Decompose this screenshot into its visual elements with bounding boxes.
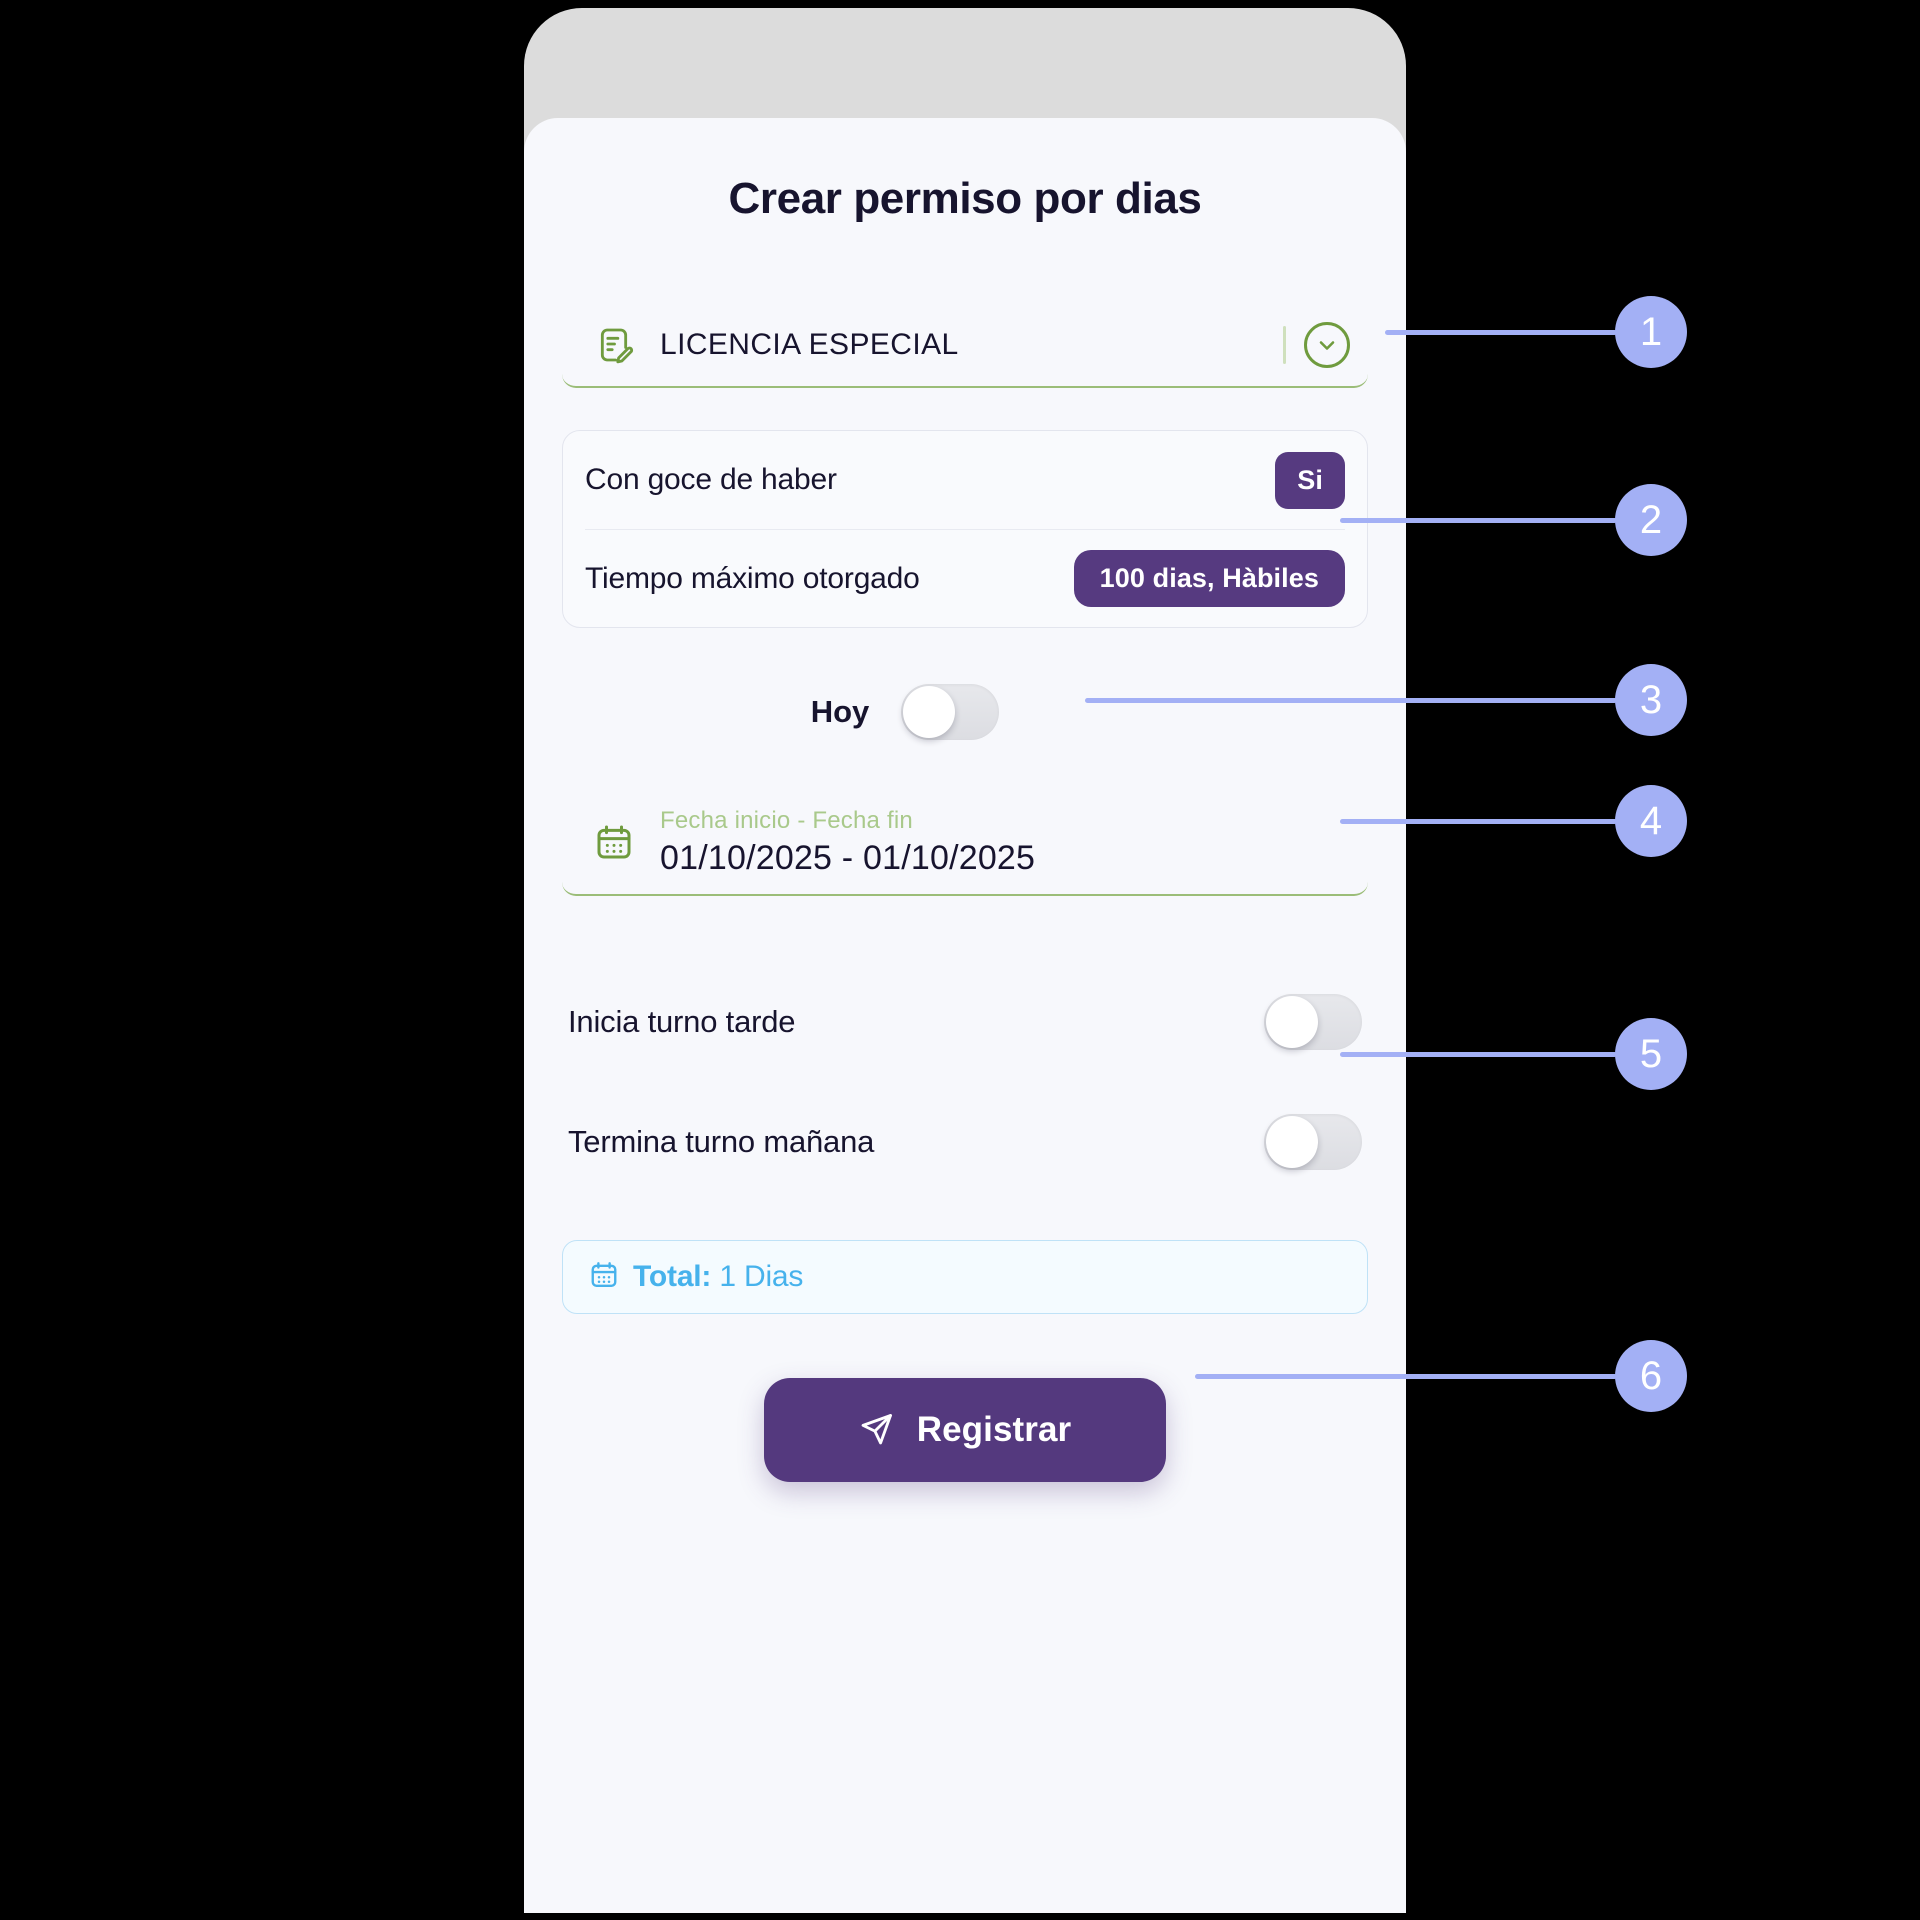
callout-6: 6	[1195, 1340, 1687, 1412]
callout-leader-line	[1195, 1373, 1617, 1379]
info-label: Tiempo máximo otorgado	[585, 561, 920, 595]
total-days-text: Total: 1 Dias	[633, 1260, 803, 1294]
status-badge-tiempo: 100 dias, Hàbiles	[1073, 550, 1345, 607]
phone-frame: Crear permiso por dias LICENCIA ESPECIAL	[524, 8, 1406, 1913]
callout-3: 3	[1085, 664, 1687, 736]
total-prefix: Total:	[633, 1260, 712, 1293]
calendar-icon	[594, 821, 634, 863]
date-range-field[interactable]: Fecha inicio - Fecha fin 01/10/2025 - 01…	[562, 790, 1368, 896]
registrar-button-label: Registrar	[916, 1410, 1072, 1449]
date-range-texts: Fecha inicio - Fecha fin 01/10/2025 - 01…	[660, 807, 1035, 878]
today-toggle[interactable]	[901, 684, 1000, 740]
callout-leader-line	[1085, 697, 1617, 703]
callout-leader-line	[1340, 1051, 1617, 1057]
callout-bubble: 4	[1615, 785, 1687, 857]
info-row-goce: Con goce de haber Si	[585, 431, 1345, 529]
phone-screen: Crear permiso por dias LICENCIA ESPECIAL	[524, 118, 1406, 1913]
callout-2: 2	[1340, 484, 1687, 556]
app-content: Crear permiso por dias LICENCIA ESPECIAL	[524, 118, 1406, 1913]
callout-5: 5	[1340, 1018, 1687, 1090]
toggle-knob	[1266, 996, 1318, 1048]
today-label: Hoy	[810, 694, 870, 729]
callout-4: 4	[1340, 785, 1687, 857]
info-row-tiempo: Tiempo máximo otorgado 100 dias, Hàbiles	[585, 529, 1345, 627]
document-edit-icon	[594, 325, 634, 365]
registrar-button[interactable]: Registrar	[764, 1378, 1166, 1482]
status-badge-goce: Si	[1275, 451, 1345, 509]
date-range-value: 01/10/2025 - 01/10/2025	[660, 838, 1036, 877]
callout-leader-line	[1340, 517, 1617, 523]
info-label: Con goce de haber	[585, 463, 837, 496]
callout-bubble: 3	[1615, 664, 1687, 736]
callout-1: 1	[1385, 296, 1687, 368]
calendar-icon	[589, 1259, 619, 1295]
select-divider	[1283, 326, 1286, 364]
callout-leader-line	[1385, 329, 1617, 335]
today-row: Hoy	[562, 680, 1368, 744]
callout-bubble: 5	[1615, 1018, 1687, 1090]
total-value: 1 Dias	[719, 1260, 804, 1293]
inicia-turno-tarde-toggle[interactable]	[1264, 994, 1362, 1050]
page-title: Crear permiso por dias	[728, 174, 1202, 223]
shift-row-termina: Termina turno mañana	[562, 1094, 1368, 1190]
date-range-label: Fecha inicio - Fecha fin	[660, 806, 913, 834]
shift-label-inicia: Inicia turno tarde	[568, 1004, 796, 1039]
permission-info-card: Con goce de haber Si Tiempo máximo otorg…	[562, 430, 1368, 628]
toggle-knob	[903, 686, 956, 738]
callout-leader-line	[1340, 818, 1617, 824]
toggle-knob	[1266, 1116, 1318, 1168]
termina-turno-manana-toggle[interactable]	[1264, 1114, 1362, 1170]
total-days-bar: Total: 1 Dias	[562, 1240, 1368, 1314]
shift-label-termina: Termina turno mañana	[568, 1124, 875, 1159]
send-icon	[859, 1411, 895, 1450]
shift-row-inicia: Inicia turno tarde	[562, 974, 1368, 1070]
submit-wrap: Registrar	[562, 1378, 1368, 1482]
callout-bubble: 6	[1615, 1340, 1687, 1412]
chevron-down-circle-icon[interactable]	[1304, 322, 1350, 368]
callout-bubble: 1	[1615, 296, 1687, 368]
permission-type-select[interactable]: LICENCIA ESPECIAL	[562, 304, 1368, 388]
permission-type-value: LICENCIA ESPECIAL	[660, 328, 959, 361]
callout-bubble: 2	[1615, 484, 1687, 556]
